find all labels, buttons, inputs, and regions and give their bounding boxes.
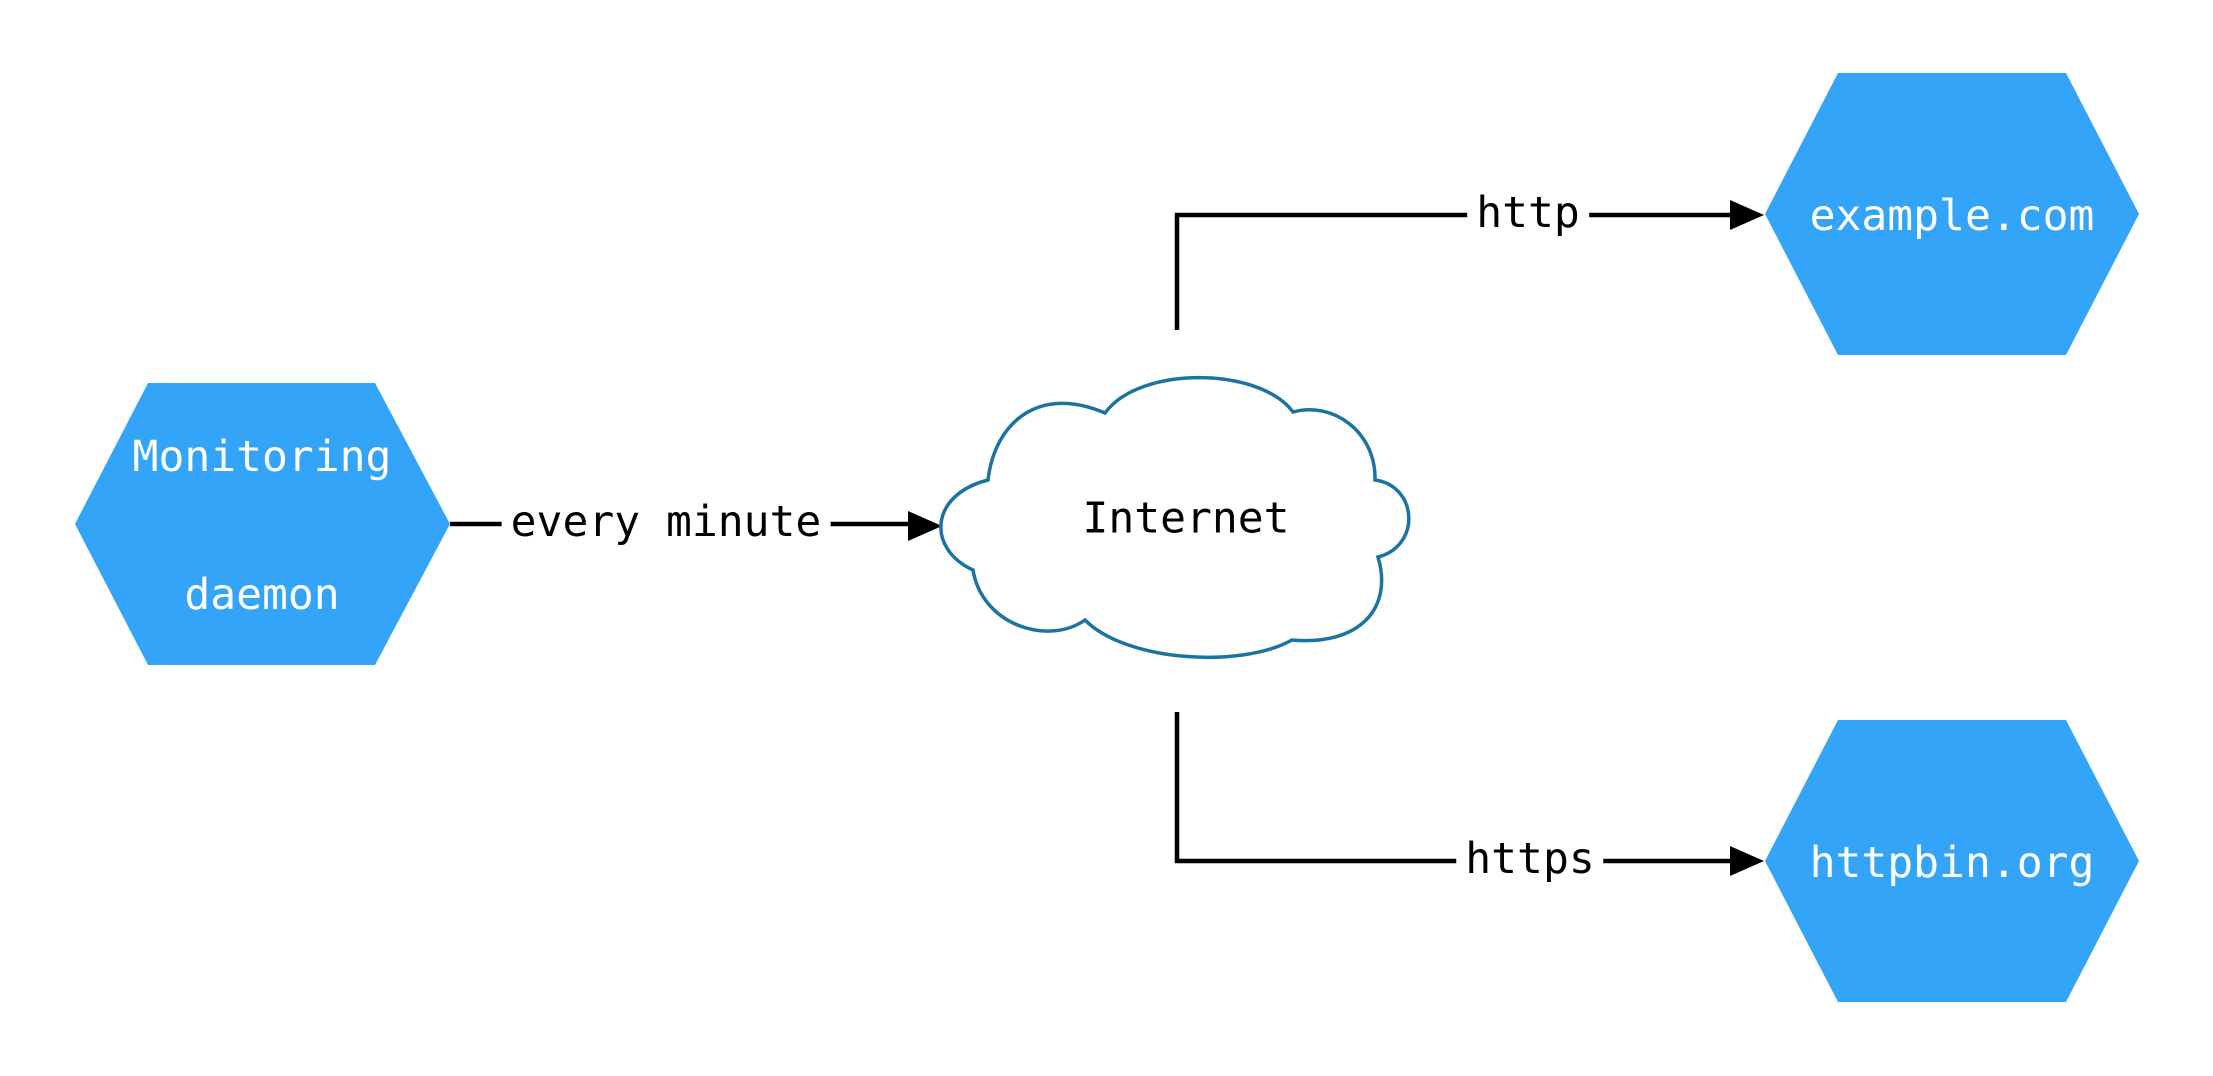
monitoring-daemon-label-line2: daemon bbox=[184, 570, 340, 620]
edge-https-line bbox=[1174, 712, 1733, 864]
example-com-label: example.com bbox=[1809, 191, 2095, 241]
edge-http-line bbox=[1174, 212, 1733, 330]
httpbin-org-node bbox=[1765, 720, 2139, 1002]
internet-cloud-node bbox=[939, 375, 1411, 659]
internet-label: Internet bbox=[1082, 493, 1290, 544]
monitoring-daemon-node bbox=[75, 383, 450, 665]
edge-label-every-minute: every minute bbox=[501, 500, 831, 544]
internet-cloud-shape bbox=[939, 375, 1411, 659]
example-com-node bbox=[1765, 73, 2139, 355]
edge-https-arrowhead-icon bbox=[1730, 846, 1764, 876]
edge-label-http: http bbox=[1467, 191, 1589, 235]
monitoring-daemon-label-line1: Monitoring bbox=[132, 432, 392, 482]
httpbin-org-label: httpbin.org bbox=[1809, 838, 2095, 888]
edge-http-arrowhead-icon bbox=[1730, 200, 1764, 230]
edge-label-https: https bbox=[1456, 837, 1604, 881]
monitoring-daemon-label: Monitoring daemon bbox=[133, 342, 392, 710]
edge-every-minute-arrowhead-icon bbox=[908, 511, 942, 541]
